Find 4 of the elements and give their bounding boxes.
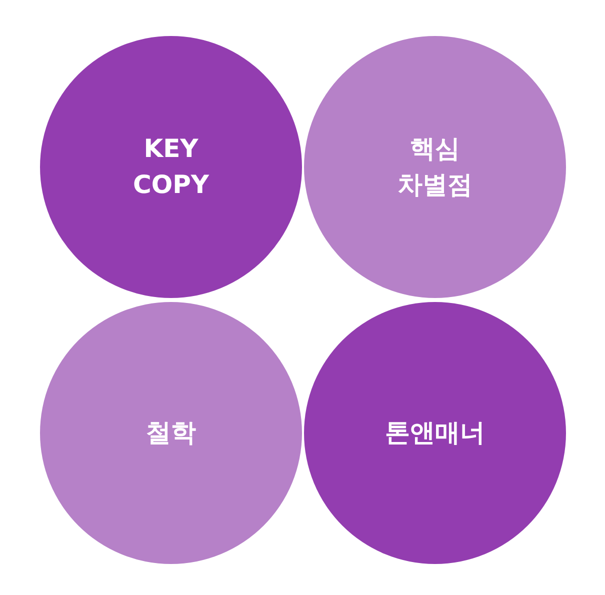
- circle-label: 핵심 차별점: [396, 133, 474, 201]
- circle-label: 톤앤매너: [385, 417, 485, 449]
- circle-label: 철학: [146, 417, 196, 449]
- circle-label: KEY COPY: [132, 133, 210, 201]
